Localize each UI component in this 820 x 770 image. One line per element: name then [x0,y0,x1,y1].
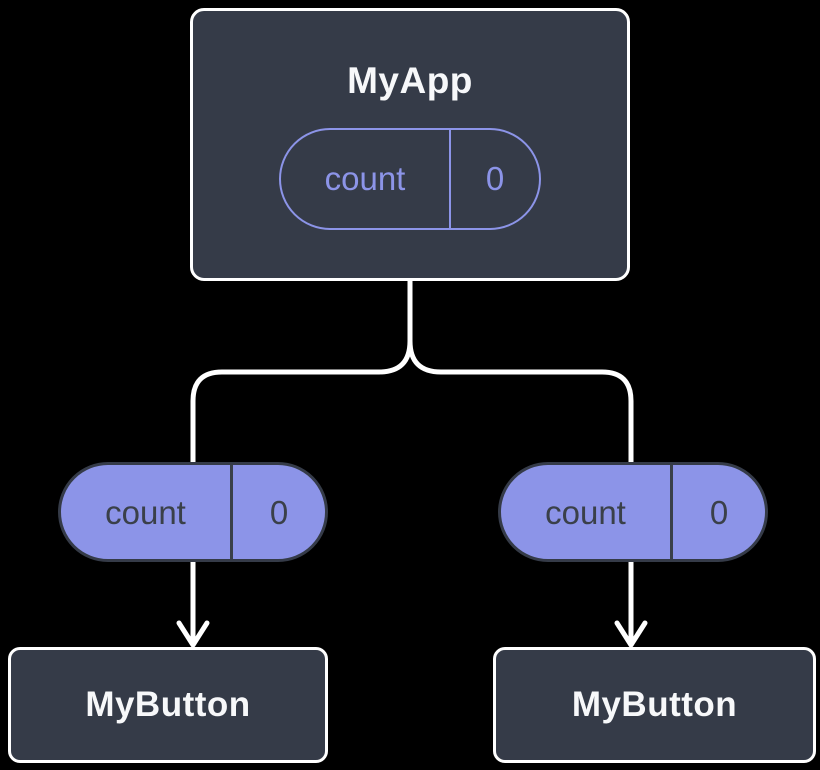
arrow-down-icon [176,558,210,648]
fork-branch-left [190,276,413,467]
prop-value-label: 0 [269,493,289,531]
child-component-box: MyButton [493,647,816,763]
fork-branch-right [407,276,634,467]
state-pill: count 0 [279,127,541,230]
prop-name-label: count [105,493,186,531]
prop-name-label: count [545,493,626,531]
state-name-label: count [324,160,406,198]
state-pill-divider [449,129,451,228]
prop-pill-divider [670,465,673,559]
prop-pill: count 0 [58,462,328,562]
prop-pill-divider [230,465,233,559]
root-component-title: MyApp [347,60,473,101]
state-value-label: 0 [485,160,505,198]
root-component-box: MyApp count 0 [190,8,630,281]
arrow-down-icon [614,558,648,648]
prop-pill: count 0 [498,462,768,562]
child-component-box: MyButton [8,647,328,763]
prop-value-label: 0 [709,493,729,531]
child-component-title: MyButton [571,684,738,724]
child-component-title: MyButton [85,684,251,724]
